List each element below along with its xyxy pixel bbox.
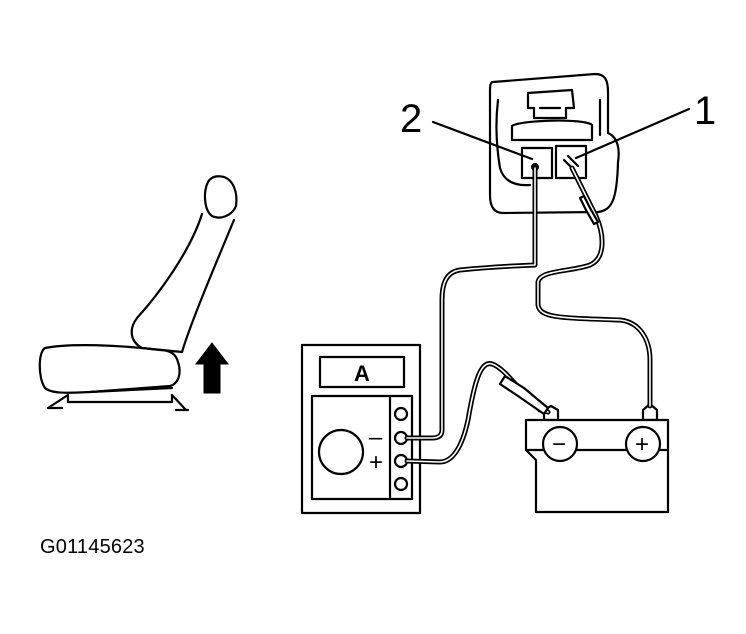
ammeter-minus-label: –	[369, 424, 383, 451]
seat-headrest	[203, 175, 238, 219]
seat-backrest	[130, 212, 236, 354]
ammeter-display-label: A	[354, 361, 370, 386]
ammeter-plus-label: +	[369, 449, 383, 476]
ammeter-jack-1	[393, 406, 409, 422]
seat-cushion	[38, 344, 181, 394]
battery-minus-label: −	[552, 431, 566, 458]
battery-negative-terminal-icon	[541, 425, 579, 463]
battery-positive-terminal-icon	[624, 425, 662, 463]
seat-illustration	[38, 175, 238, 412]
connector-terminal-1	[554, 144, 588, 180]
connector	[488, 72, 620, 215]
ammeter-dial	[317, 428, 365, 476]
up-arrow-icon	[194, 342, 230, 394]
seat-rail	[46, 393, 188, 412]
figure-code: G01145623	[40, 536, 145, 558]
ammeter	[300, 343, 422, 515]
terminal-label-1: 1	[694, 89, 716, 133]
terminal-label-2: 2	[400, 97, 422, 141]
ammeter-jack-4	[393, 476, 409, 492]
leader-line-2	[431, 120, 534, 161]
leader-line-1	[574, 107, 691, 160]
battery	[524, 402, 670, 514]
ammeter-display	[318, 355, 406, 389]
battery-plus-label: +	[635, 431, 649, 458]
